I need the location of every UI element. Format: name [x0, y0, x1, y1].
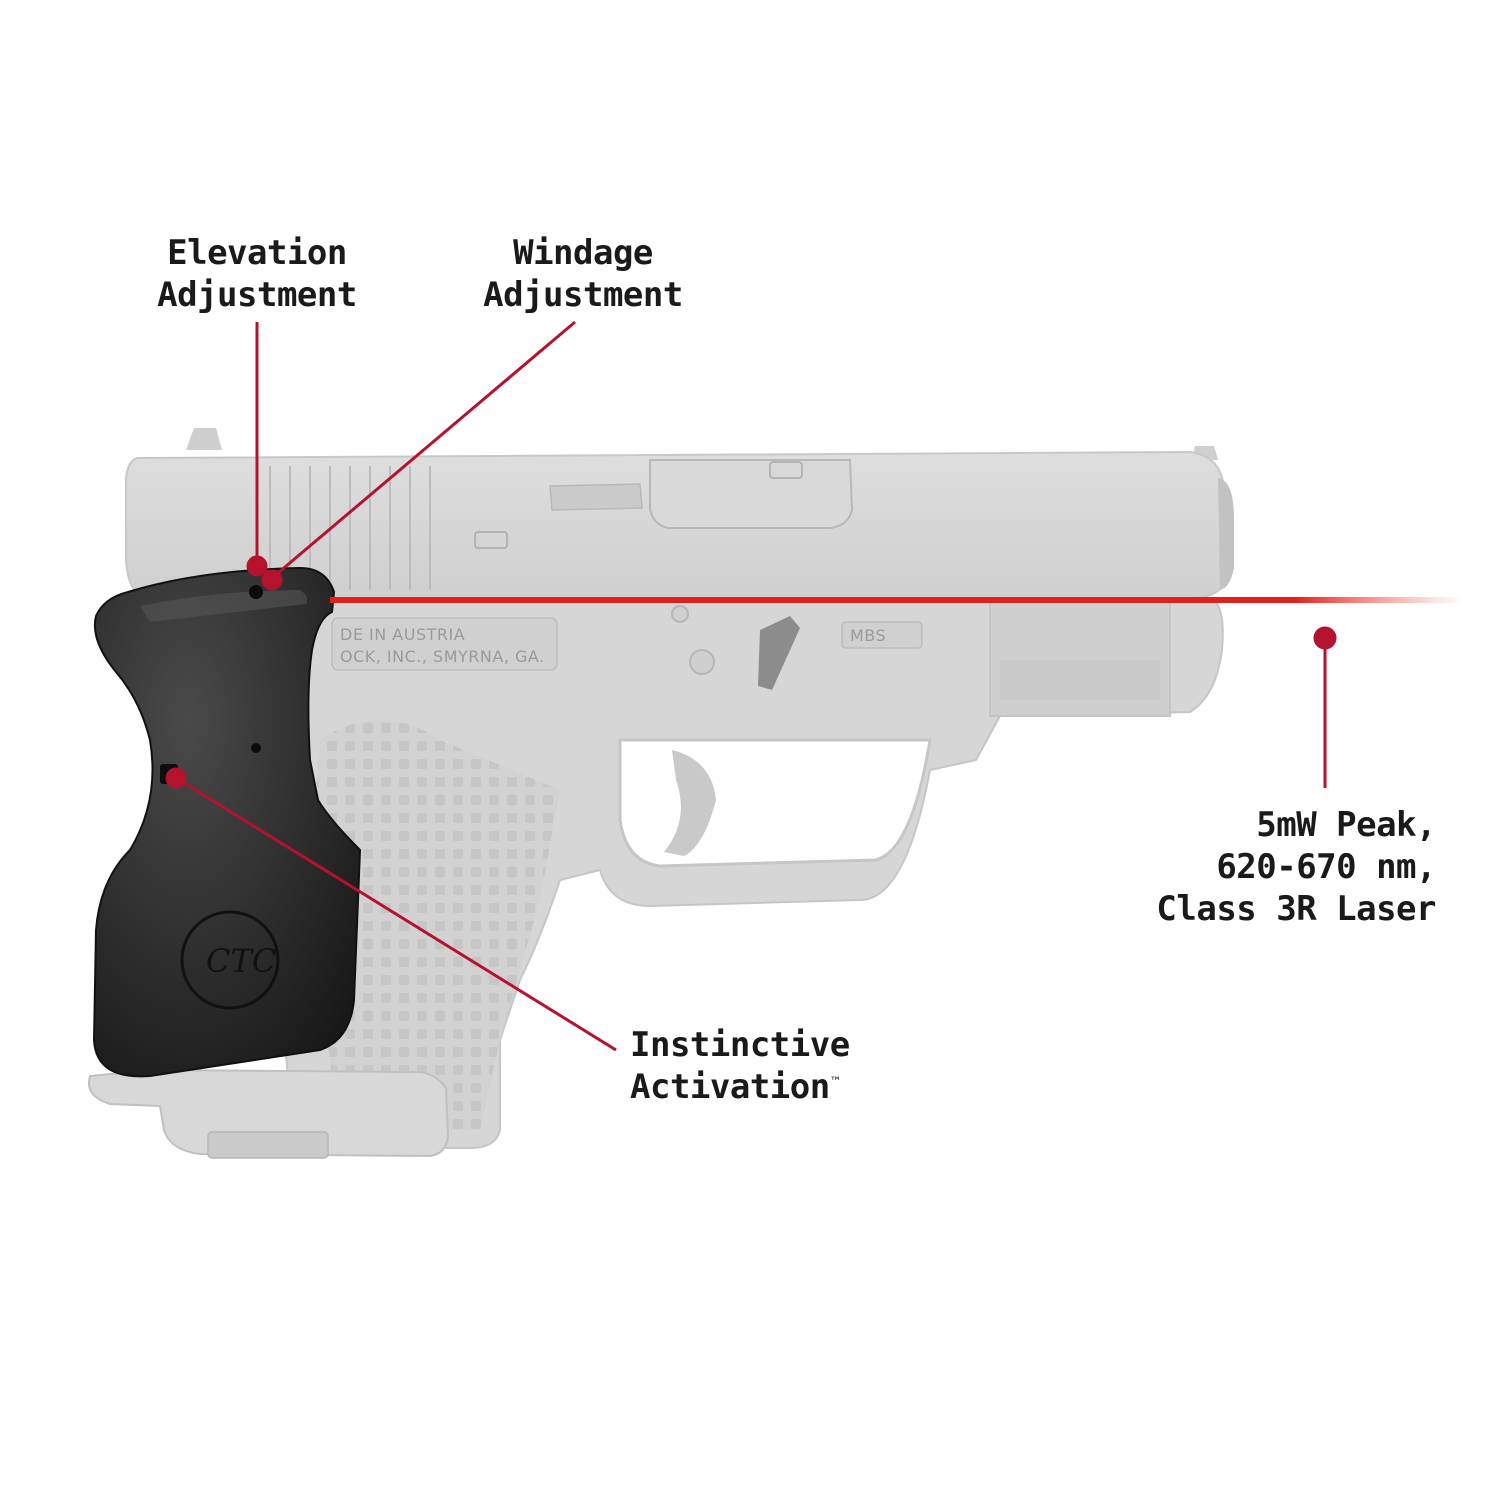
grip-logo-emblem [180, 910, 280, 1010]
activation-label-line-2-text: Activation [630, 1067, 830, 1107]
laser-spec-line-1: 5mW Peak, [1256, 805, 1436, 845]
activation-leader-dot [165, 767, 187, 789]
trademark-symbol: ™ [829, 1074, 842, 1089]
grip-pin [251, 743, 261, 753]
activation-leader [175, 776, 617, 1052]
mbs-engraving: MBS [850, 626, 886, 645]
grip-texture [310, 720, 560, 1130]
muzzle [1218, 478, 1234, 590]
elevation-leader-dot [246, 555, 268, 577]
slide-stop-pin [671, 605, 689, 623]
windage-adjustment-label: Windage Adjustment [476, 232, 690, 316]
windage-leader-dot [261, 569, 283, 591]
laser-spec-line-2: 620-670 nm, [1216, 847, 1436, 887]
callout-leaders [165, 320, 1337, 1052]
elevation-label-line-1: Elevation [167, 233, 347, 273]
activation-label-line-2: Activation™ [630, 1066, 860, 1108]
windage-label-line-2: Adjustment [483, 275, 683, 315]
laser-grip [92, 566, 362, 1078]
mbs-plate [841, 621, 923, 649]
trigger [664, 750, 716, 856]
elevation-label-line-2: Adjustment [157, 275, 357, 315]
laser-beam [330, 597, 1465, 603]
laser-spec-label: 5mW Peak, 620-670 nm, Class 3R Laser [1150, 804, 1436, 930]
activation-label-line-1: Instinctive [630, 1025, 850, 1065]
ejection-port [649, 459, 854, 529]
rear-sight [186, 428, 222, 450]
trigger-guard [618, 738, 932, 868]
elevation-adjustment-label: Elevation Adjustment [150, 232, 364, 316]
laser-spec-leader-dot [1313, 626, 1337, 650]
laser-spec-line-3: Class 3R Laser [1156, 889, 1436, 929]
magazine-base [88, 1068, 450, 1158]
elevation-screw-hole [249, 585, 263, 599]
slide-stop-lever [758, 616, 800, 690]
grip-logo-text: CTC [206, 942, 276, 980]
engraving-plate [331, 617, 558, 671]
trigger-pin [689, 649, 715, 675]
windage-leader [271, 320, 576, 580]
extractor [549, 483, 643, 511]
windage-label-line-1: Windage [513, 233, 653, 273]
engraving-line-1: DE IN AUSTRIA [340, 625, 465, 644]
engraving-line-2: OCK, INC., SMYRNA, GA. [340, 647, 545, 666]
instinctive-activation-label: Instinctive Activation™ [630, 1024, 860, 1108]
